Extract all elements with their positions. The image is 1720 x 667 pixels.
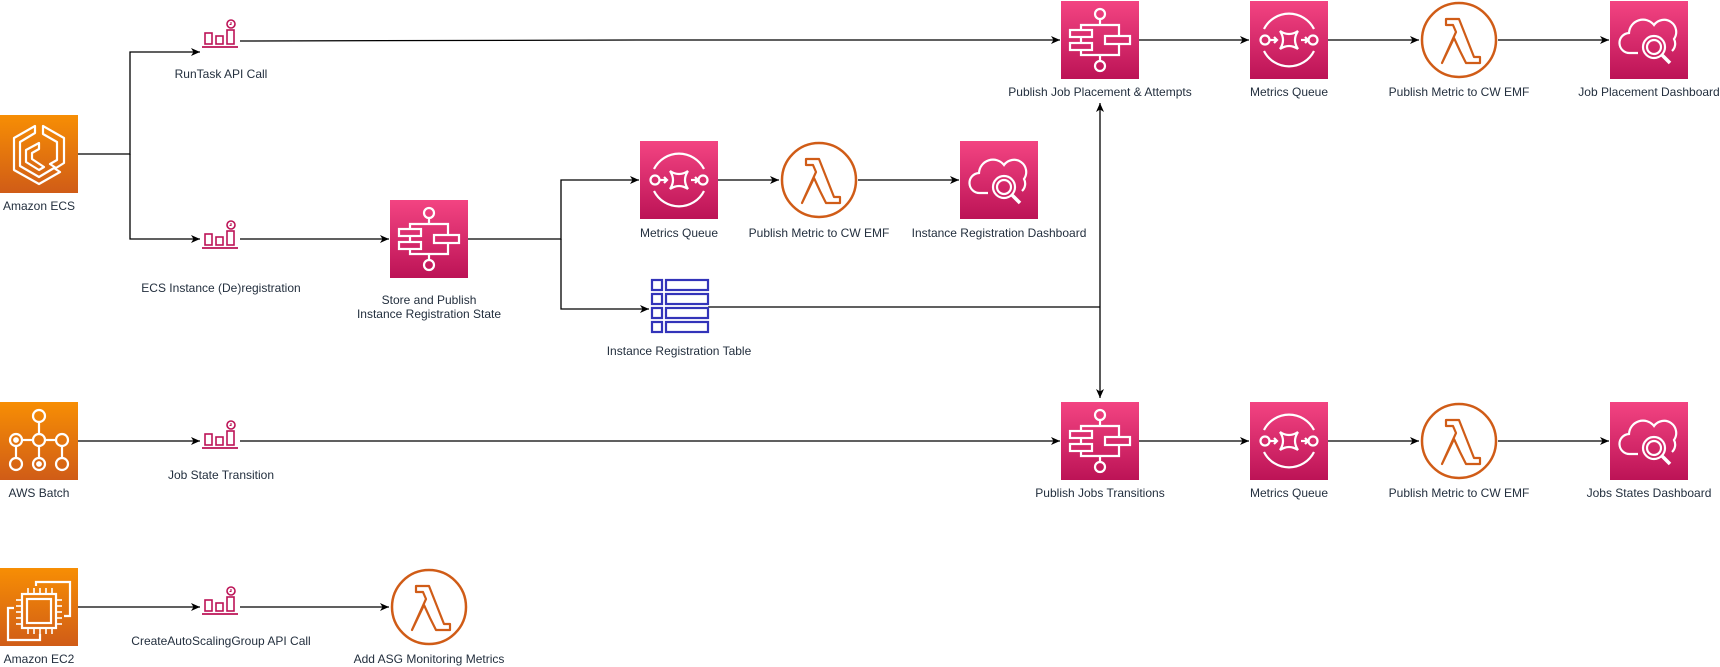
lambda-icon[interactable] bbox=[1420, 1, 1498, 79]
transitions-sf-label: Publish Jobs Transitions bbox=[1035, 486, 1165, 500]
lambda-icon[interactable] bbox=[1420, 402, 1498, 480]
reg-lambda-label: Publish Metric to CW EMF bbox=[748, 226, 890, 240]
eventbridge-event-icon[interactable] bbox=[201, 220, 239, 249]
ec2-label: Amazon EC2 bbox=[3, 652, 75, 666]
sqs-icon[interactable] bbox=[1248, 400, 1330, 482]
ecs-label: Amazon ECS bbox=[2, 199, 76, 213]
batch-label: AWS Batch bbox=[8, 486, 70, 500]
cloudwatch-icon[interactable] bbox=[1608, 400, 1690, 482]
edge-ecs-instance bbox=[129, 154, 200, 243]
transitions-queue-label: Metrics Queue bbox=[1249, 486, 1329, 500]
step-functions-icon[interactable] bbox=[388, 198, 470, 280]
edge-runtask-placement bbox=[239, 36, 1060, 44]
transitions-lambda-label: Publish Metric to CW EMF bbox=[1388, 486, 1530, 500]
eventbridge-event-icon[interactable] bbox=[201, 586, 239, 615]
eventbridge-event-icon[interactable] bbox=[201, 420, 239, 449]
edge-store-table bbox=[560, 239, 649, 313]
asg-lambda-label: Add ASG Monitoring Metrics bbox=[353, 652, 505, 666]
states-dashboard-label: Jobs States Dashboard bbox=[1586, 486, 1712, 500]
cloudwatch-icon[interactable] bbox=[1608, 0, 1690, 81]
dynamodb-table-icon[interactable] bbox=[650, 278, 710, 334]
runtask-event-label: RunTask API Call bbox=[174, 67, 268, 81]
eventbridge-event-icon[interactable] bbox=[201, 19, 239, 48]
lambda-icon[interactable] bbox=[780, 141, 858, 219]
store-publish-label-line1: Store and Publish bbox=[381, 293, 477, 307]
edges bbox=[78, 36, 1609, 611]
step-functions-icon[interactable] bbox=[1059, 400, 1141, 482]
cloudwatch-icon[interactable] bbox=[958, 139, 1040, 221]
batch-icon[interactable] bbox=[0, 402, 78, 480]
asg-event-label: CreateAutoScalingGroup API Call bbox=[131, 634, 311, 648]
step-functions-icon[interactable] bbox=[1059, 0, 1141, 81]
edge-ecs-runtask bbox=[78, 48, 200, 155]
reg-queue-label: Metrics Queue bbox=[639, 226, 719, 240]
sqs-icon[interactable] bbox=[638, 139, 720, 221]
placement-lambda-label: Publish Metric to CW EMF bbox=[1388, 85, 1530, 99]
ecs-instance-event-label: ECS Instance (De)registration bbox=[141, 281, 301, 295]
placement-sf-label: Publish Job Placement & Attempts bbox=[1008, 85, 1192, 99]
placement-dashboard-label: Job Placement Dashboard bbox=[1578, 85, 1720, 99]
placement-queue-label: Metrics Queue bbox=[1249, 85, 1329, 99]
ec2-icon[interactable] bbox=[0, 568, 78, 646]
reg-dashboard-label: Instance Registration Dashboard bbox=[911, 226, 1087, 240]
job-state-event-label: Job State Transition bbox=[167, 468, 275, 482]
edge-store-queue bbox=[468, 176, 639, 240]
sqs-icon[interactable] bbox=[1248, 0, 1330, 81]
ecs-icon[interactable] bbox=[0, 115, 78, 193]
store-publish-label-line2: Instance Registration State bbox=[356, 307, 502, 321]
lambda-icon[interactable] bbox=[390, 568, 468, 646]
reg-table-label: Instance Registration Table bbox=[606, 344, 752, 358]
